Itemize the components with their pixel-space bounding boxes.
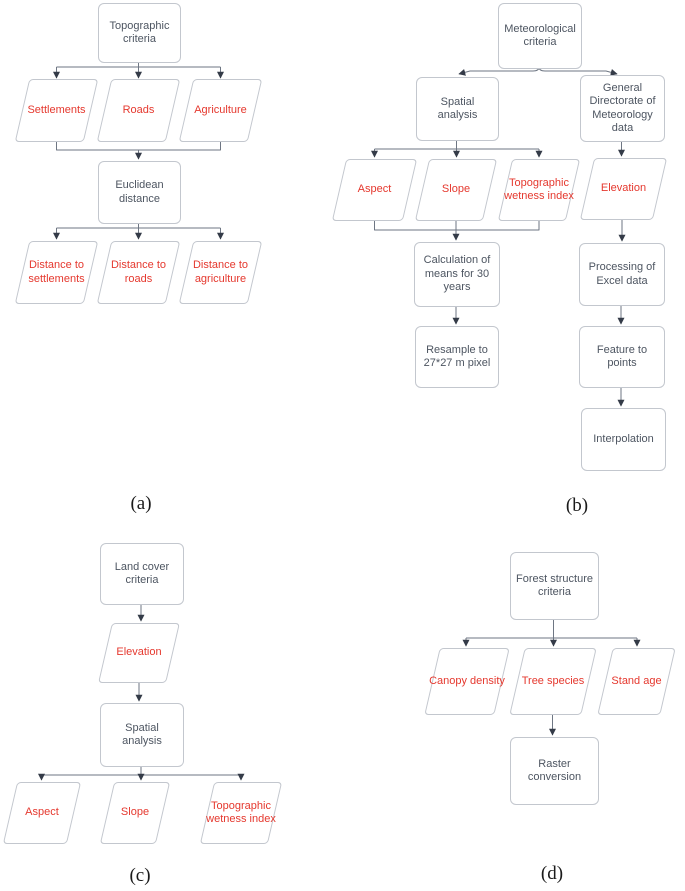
node-text: Distance to settlements [28,259,85,285]
panel-label-d: (d) [540,863,564,884]
node-meteorological-criteria: Meteorological criteria [498,3,582,69]
panel-label-a: (a) [130,493,152,514]
node-text: Roads [122,103,155,116]
node-text: Meteorological criteria [504,22,576,49]
node-aspect-c: Aspect [3,782,81,844]
node-aspect-b: Aspect [332,159,417,221]
node-text: Topographic criteria [109,19,170,46]
node-text: Forest structure criteria [515,572,594,599]
node-roads: Roads [97,79,180,142]
node-settlements: Settlements [15,79,98,142]
node-spatial-analysis-c: Spatial analysis [100,703,184,767]
node-processing-excel-data: Processing of Excel data [579,243,665,306]
node-slope-b: Slope [415,159,497,221]
node-raster-conversion: Raster conversion [510,737,599,805]
node-interpolation: Interpolation [581,408,666,471]
node-forest-structure-criteria: Forest structure criteria [510,552,599,620]
node-text: Canopy density [429,674,505,687]
panel-a-connectors [53,61,224,240]
panel-d-connectors [462,618,641,736]
node-text: Distance to agriculture [192,259,249,285]
node-text: Spatial analysis [437,95,478,122]
node-distance-to-settlements: Distance to settlements [15,241,98,304]
node-agriculture: Agriculture [179,79,262,142]
node-text: Topographic wetness index [504,176,574,203]
node-topographic-criteria: Topographic criteria [98,3,181,63]
node-text: Stand age [611,674,662,687]
node-text: Euclidean distance [115,179,164,205]
node-text: General Directorate of Meteorology data [589,81,656,135]
node-distance-to-agriculture: Distance to agriculture [179,241,262,304]
node-calculation-of-means: Calculation of means for 30 years [414,242,500,307]
node-text: Elevation [116,646,162,659]
node-feature-to-points: Feature to points [579,326,665,388]
node-text: Aspect [357,183,392,196]
node-text: Interpolation [593,432,654,445]
node-text: Tree species [521,674,585,687]
panel-label-c: (c) [129,865,151,886]
node-elevation-c: Elevation [98,623,180,683]
node-spatial-analysis-b: Spatial analysis [416,77,499,141]
node-stand-age: Stand age [598,648,675,715]
node-text: Elevation [600,182,647,195]
node-text: Aspect [25,806,59,819]
node-text: Settlements [27,103,86,116]
node-text: Raster conversion [527,757,582,784]
node-elevation-b: Elevation [580,158,667,220]
node-text: Land cover criteria [114,560,170,587]
node-canopy-density: Canopy density [425,648,509,715]
node-topographic-wetness-index-c: Topographic wetness index [200,782,282,844]
panel-label-b: (b) [565,495,589,516]
node-text: Agriculture [194,103,247,116]
node-text: Processing of Excel data [588,261,656,287]
node-general-directorate-meteorology: General Directorate of Meteorology data [580,75,665,142]
node-tree-species: Tree species [510,648,596,715]
node-distance-to-roads: Distance to roads [97,241,180,304]
node-euclidean-distance: Euclidean distance [98,161,181,224]
node-text: Spatial analysis [122,721,162,748]
node-text: Slope [120,806,150,819]
node-text: Topographic wetness index [206,799,276,826]
node-slope-c: Slope [100,782,170,844]
node-text: Slope [441,183,471,196]
node-text: Feature to points [596,343,648,370]
node-topographic-wetness-index-b: Topographic wetness index [498,159,580,221]
node-text: Calculation of means for 30 years [423,254,491,294]
node-text: Distance to roads [110,259,167,285]
node-resample: Resample to 27*27 m pixel [415,326,499,388]
node-text: Resample to 27*27 m pixel [423,343,491,370]
node-land-cover-criteria: Land cover criteria [100,543,184,605]
